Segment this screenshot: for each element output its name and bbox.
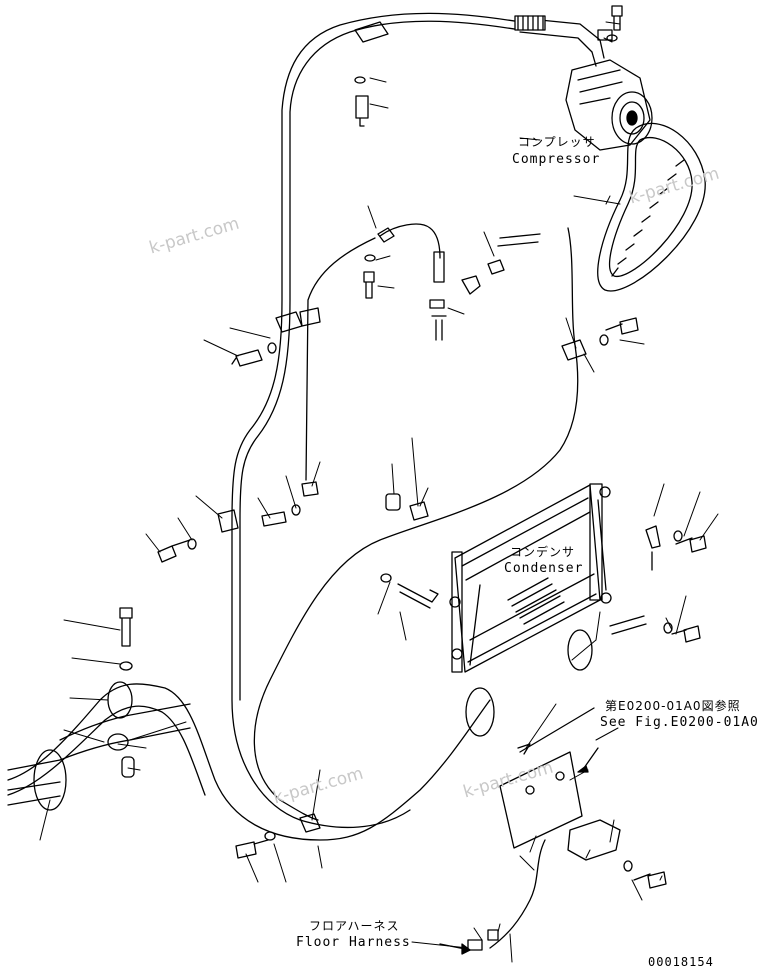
v-belt <box>597 122 706 292</box>
fittings <box>429 251 661 571</box>
compressor <box>565 29 653 151</box>
bolts <box>119 5 707 889</box>
reference-arrows <box>439 707 599 955</box>
compressor-label-en: Compressor <box>512 152 601 167</box>
leader-lines <box>39 21 719 963</box>
middle-hose <box>253 223 579 821</box>
lower-left-hose <box>7 683 491 841</box>
upper-hose <box>231 12 601 828</box>
drawing-number: 00018154 <box>648 955 714 969</box>
compressor-label-jp: コンプレッサ <box>518 135 596 149</box>
condenser <box>449 483 612 673</box>
floor-harness-label-en: Floor Harness <box>296 935 411 950</box>
condenser-label-en: Condenser <box>504 561 584 576</box>
condenser-label-jp: コンデンサ <box>510 545 576 559</box>
figure-reference-en: See Fig.E0200-01A0 <box>600 715 759 730</box>
hose-clamps <box>33 21 593 833</box>
bracket-assembly <box>467 751 621 951</box>
figure-reference-jp: 第E0200-01A0図参照 <box>605 699 741 713</box>
floor-harness-label-jp: フロアハーネス <box>309 919 400 933</box>
